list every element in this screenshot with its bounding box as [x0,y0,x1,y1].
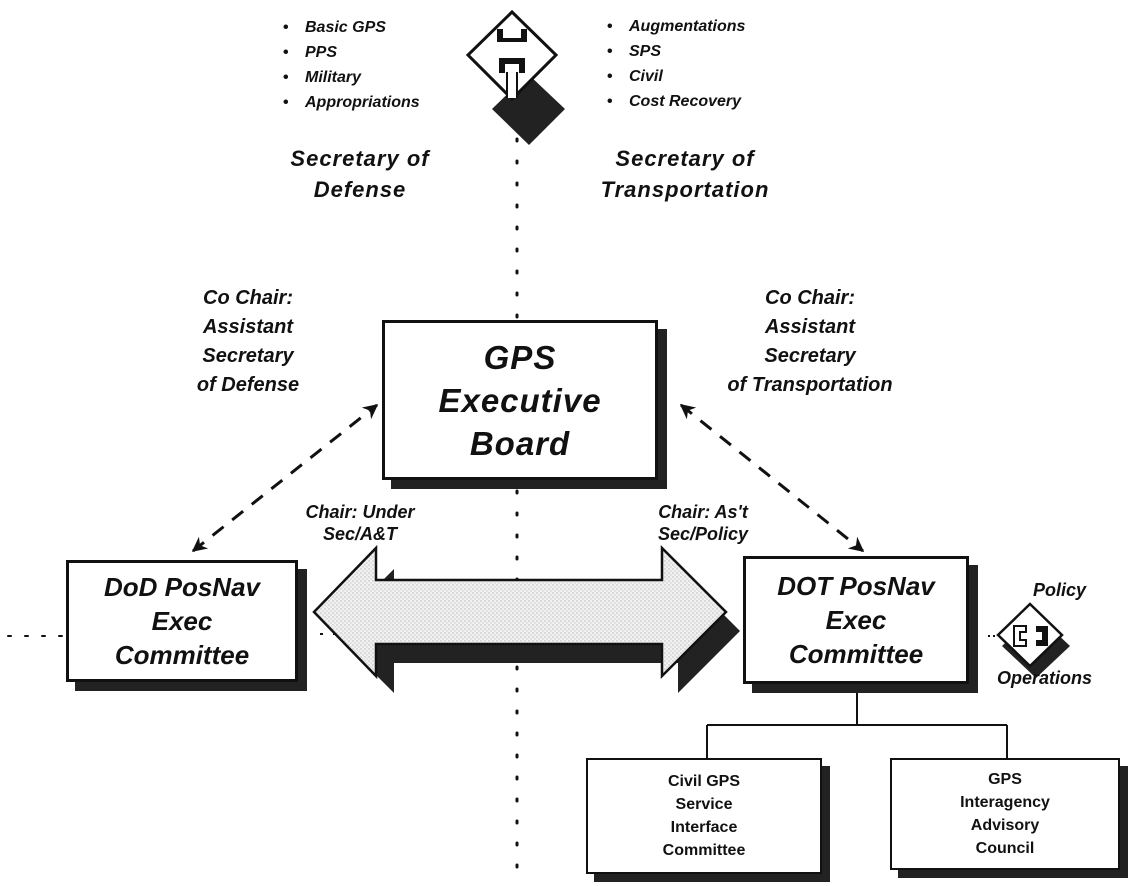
dot-cochair-line-1: Co Chair: [765,287,855,309]
secretary-of-defense-label: Secretary of Defense [250,143,470,205]
dod-cochair-line-1: Co Chair: [203,287,293,309]
secretary-of-transportation-label: Secretary of Transportation [575,143,795,205]
dot-chair-line-2: Sec/Policy [657,524,749,544]
secretary-defense-line-1: Secretary of [290,146,430,171]
dod-cochair-line-3: Secretary [202,345,294,367]
dot-committee-line-1: DOT PosNav [777,571,935,601]
dod-chair-label: Chair: Under Sec/A&T [270,501,450,545]
dot-committee-line-3: Committee [788,639,924,669]
dod-chair-line-1: Chair: Under [305,502,415,522]
civil-gps-line-1: Civil GPS [667,773,741,790]
dot-chair-line-1: Chair: As't [658,502,748,522]
gps-interagency-advisory-council-box: GPS Interagency Advisory Council [890,758,1120,870]
advisory-council-line-4: Council [975,840,1035,857]
dod-committee-line-3: Committee [114,640,250,670]
civil-gps-line-4: Committee [662,842,746,859]
policy-operations-diamond-icon [465,9,565,145]
secretary-defense-line-2: Defense [313,177,407,202]
dod-chair-line-2: Sec/A&T [322,524,398,544]
dod-cochair-label: Co Chair: Assistant Secretary of Defense [148,284,348,400]
dot-cochair-dashed-arrow [679,403,865,553]
dot-cochair-line-4: of Transportation [727,374,893,396]
secretary-transportation-line-2: Transportation [600,177,770,202]
dot-posnav-exec-committee-box: DOT PosNav Exec Committee [743,556,969,684]
list-item: Basic GPS [283,15,420,40]
advisory-council-line-3: Advisory [970,817,1040,834]
legend-policy-label: Policy [1033,580,1087,600]
advisory-council-line-1: GPS [988,771,1022,788]
dot-cochair-label: Co Chair: Assistant Secretary of Transpo… [680,284,940,400]
list-item: PPS [283,40,420,65]
dod-committee-line-1: DoD PosNav [103,572,261,602]
legend-operations-label: Operations [997,668,1093,688]
dot-chair-label: Chair: As't Sec/Policy [618,501,788,545]
executive-board-line-1: GPS [483,338,557,376]
dot-responsibility-list: Augmentations SPS Civil Cost Recovery [607,14,745,114]
civil-gps-service-interface-committee-box: Civil GPS Service Interface Committee [586,758,822,874]
list-item: Civil [607,64,745,89]
policy-operations-small-icon [988,602,1070,678]
list-item: Augmentations [607,14,745,39]
gps-executive-board-box: GPS Executive Board [382,320,658,480]
list-item: SPS [607,39,745,64]
dot-committee-line-2: Exec [825,605,887,635]
civil-gps-line-2: Service [675,796,733,813]
dot-cochair-line-3: Secretary [764,345,856,367]
executive-board-line-2: Executive [438,381,602,419]
dod-dot-double-arrow [312,544,740,693]
civil-gps-line-3: Interface [670,819,738,836]
dod-cochair-line-4: of Defense [196,374,300,396]
dod-committee-line-2: Exec [151,606,213,636]
executive-board-line-3: Board [469,424,571,462]
list-item: Appropriations [283,90,420,115]
dod-cochair-line-2: Assistant [202,316,294,338]
advisory-council-line-2: Interagency [960,794,1050,811]
list-item: Cost Recovery [607,89,745,114]
secretary-transportation-line-1: Secretary of [615,146,755,171]
dod-posnav-exec-committee-box: DoD PosNav Exec Committee [66,560,298,682]
dot-cochair-line-2: Assistant [764,316,856,338]
list-item: Military [283,65,420,90]
dod-responsibility-list: Basic GPS PPS Military Appropriations [283,15,420,115]
dot-org-connectors [706,688,1008,760]
